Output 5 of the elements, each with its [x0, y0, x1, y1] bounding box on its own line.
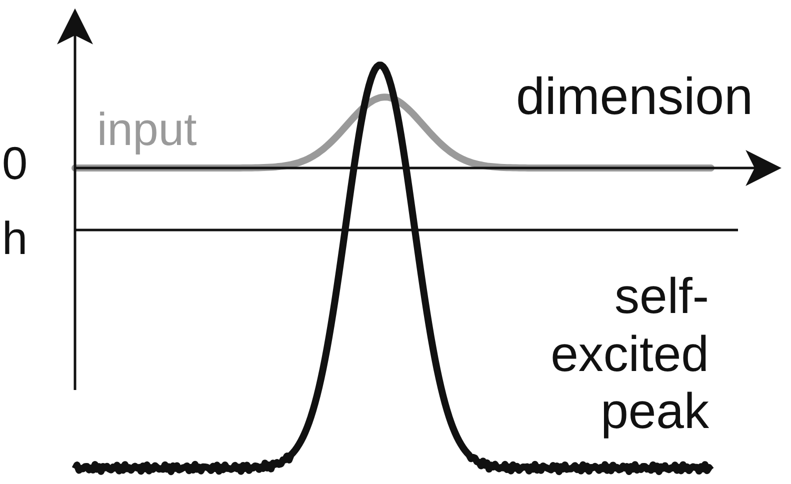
axis-tick-label: 0	[2, 137, 28, 190]
axis-label: dimension	[516, 68, 753, 128]
threshold-label: h	[2, 212, 28, 265]
curve-label: self-excited peak	[550, 268, 709, 440]
curve-label: input	[97, 103, 197, 156]
